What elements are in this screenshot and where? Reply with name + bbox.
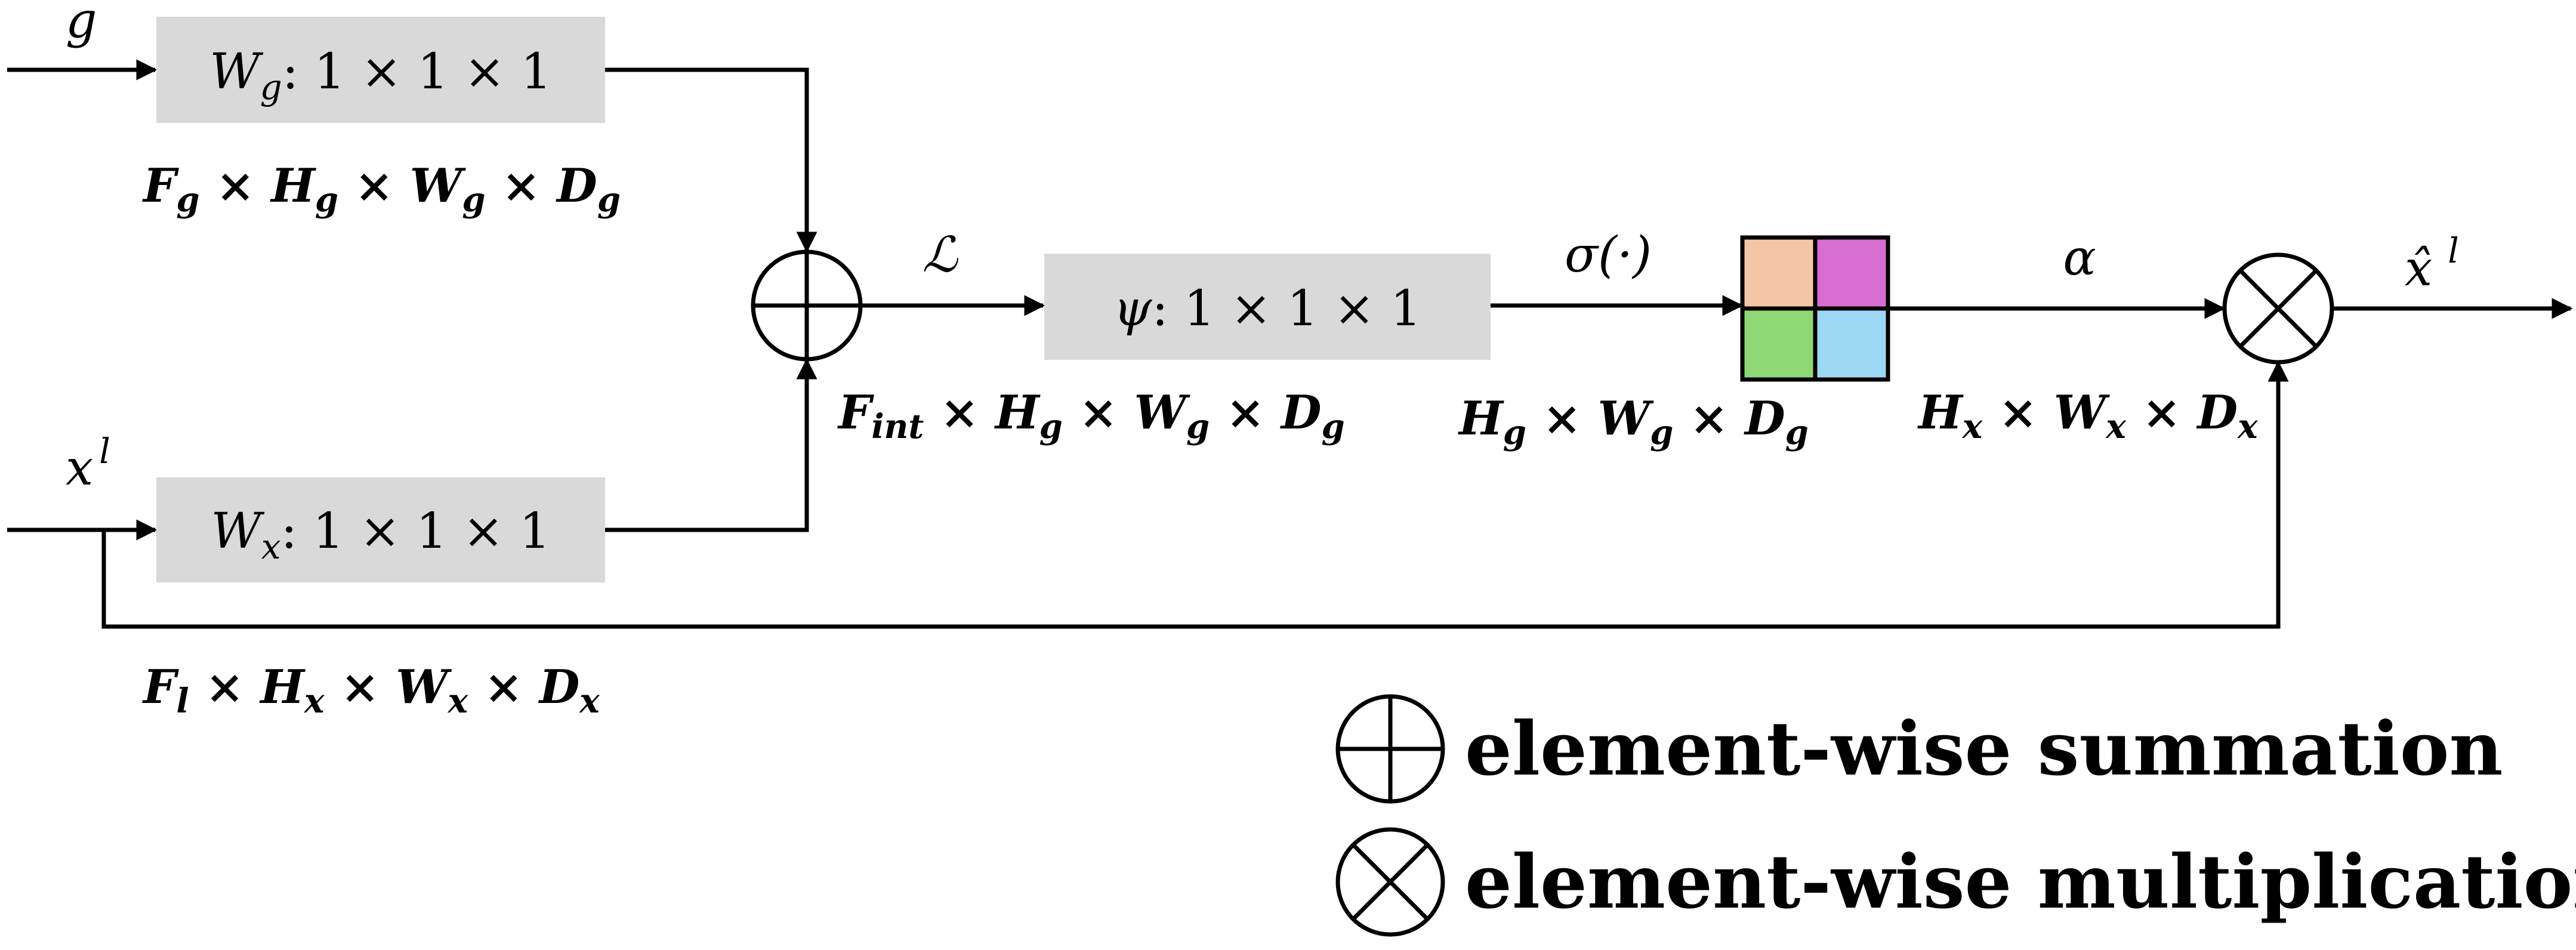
multiplication-node-icon	[2222, 252, 2334, 365]
attention-map-grid	[1740, 235, 1890, 382]
psi-box-label: ψ: 1 × 1 × 1	[1113, 280, 1421, 337]
attention-cell-top-right	[1813, 235, 1890, 311]
L-label: ℒ	[922, 227, 958, 283]
legend-mult-label: element-wise multiplication	[1465, 839, 2576, 926]
skip-connection-line	[101, 360, 2289, 629]
wx-to-sum-arrow	[605, 358, 817, 532]
attention-cell-bottom-left	[1740, 306, 1818, 382]
wx-box	[156, 477, 605, 582]
psi-box	[1044, 254, 1491, 360]
wg-dims-label: Fg × Hg × Wg × Dg	[142, 159, 621, 220]
wx-box-label: Wx: 1 × 1 × 1	[211, 503, 551, 567]
legend-sum-icon	[1335, 694, 1445, 804]
sigmoid-dims-label: Hg × Wg × Dg	[1458, 391, 1809, 452]
wg-box	[156, 17, 605, 123]
wg-to-sum-arrow	[605, 67, 817, 253]
output-label: x̂l	[2405, 230, 2459, 297]
alpha-dims-label: Hx × Wx × Dx	[1917, 385, 2258, 446]
input-g-label: g	[66, 0, 97, 49]
legend: element-wise summation element-wise mult…	[1335, 694, 2576, 937]
legend-mult-icon	[1335, 827, 1445, 937]
attention-cell-top-left	[1740, 235, 1818, 311]
sigma-label: σ(·)	[1565, 227, 1652, 283]
wg-box-label: Wg: 1 × 1 × 1	[209, 44, 551, 107]
wx-dims-label: Fl × Hx × Wx × Dx	[142, 660, 600, 721]
legend-sum-label: element-wise summation	[1465, 706, 2503, 792]
attention-cell-bottom-right	[1813, 306, 1890, 382]
summation-node-icon	[751, 249, 863, 362]
int-dims-label: Fint × Hg × Wg × Dg	[837, 385, 1345, 446]
alpha-label: α	[2063, 230, 2096, 286]
